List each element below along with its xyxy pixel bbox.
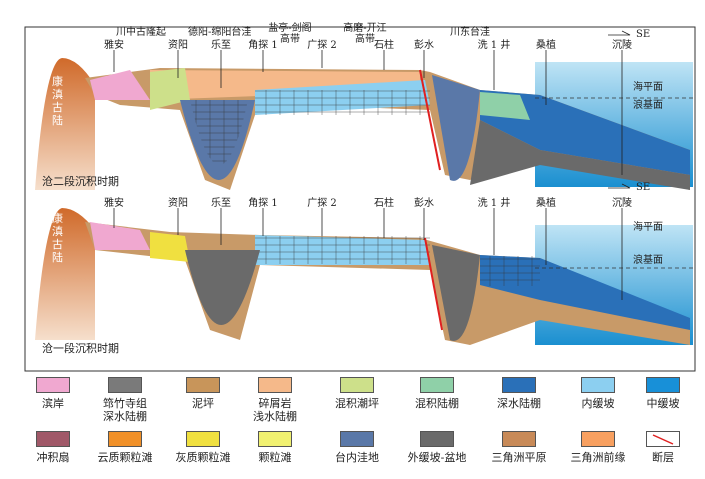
legend-item: 冲积扇 bbox=[13, 431, 93, 464]
legend-swatch bbox=[186, 377, 220, 393]
legend-label: 深水陆棚 bbox=[497, 397, 541, 410]
legend-item: 碎屑岩 浅水陆棚 bbox=[235, 377, 315, 423]
panel-title: 沧一段沉积时期 bbox=[42, 342, 119, 355]
legend-label: 筇竹寺组 深水陆棚 bbox=[103, 397, 147, 423]
wave-base-label: 浪基面 bbox=[633, 100, 663, 111]
well-label: 洗 1 井 bbox=[477, 198, 511, 209]
legend-item: 三角洲平原 bbox=[479, 431, 559, 464]
legend-swatch bbox=[36, 431, 70, 447]
direction-label: SE bbox=[636, 29, 651, 40]
well-label: 桑植 bbox=[536, 198, 556, 209]
legend-swatch bbox=[108, 431, 142, 447]
legend-item: 中缓坡 bbox=[623, 377, 703, 410]
legend-item: 外缓坡-盆地 bbox=[397, 431, 477, 464]
legend-label: 云质颗粒滩 bbox=[97, 451, 153, 464]
region-label: 高磨-开江 高带 bbox=[343, 23, 387, 45]
legend-swatch bbox=[420, 431, 454, 447]
legend-item: 混积潮坪 bbox=[317, 377, 397, 410]
well-label: 洗 1 井 bbox=[477, 40, 511, 51]
well-label: 雅安 bbox=[104, 40, 124, 51]
well-label: 乐至 bbox=[211, 198, 231, 209]
legend-item: 泥坪 bbox=[163, 377, 243, 410]
legend-item: 云质颗粒滩 bbox=[85, 431, 165, 464]
legend-label: 外缓坡-盆地 bbox=[407, 451, 467, 464]
sea-level-label: 海平面 bbox=[633, 222, 663, 233]
legend-label: 断层 bbox=[652, 451, 674, 464]
legend-label: 混积陆棚 bbox=[415, 397, 459, 410]
well-label: 石柱 bbox=[374, 198, 394, 209]
well-label: 石柱 bbox=[374, 40, 394, 51]
legend-swatch bbox=[502, 377, 536, 393]
legend-label: 泥坪 bbox=[192, 397, 214, 410]
legend-label: 灰质颗粒滩 bbox=[175, 451, 231, 464]
land-label: 康 滇 古 陆 bbox=[52, 212, 63, 264]
well-label: 彭水 bbox=[414, 198, 434, 209]
region-label: 德阳-绵阳台洼 bbox=[188, 27, 252, 38]
legend-item: 断层 bbox=[623, 431, 703, 464]
well-label: 广探 2 bbox=[307, 40, 337, 51]
legend-item: 混积陆棚 bbox=[397, 377, 477, 410]
wave-base-label: 浪基面 bbox=[633, 255, 663, 266]
legend-item: 灰质颗粒滩 bbox=[163, 431, 243, 464]
region-label: 川东台洼 bbox=[450, 27, 490, 38]
legend-label: 三角洲平原 bbox=[491, 451, 547, 464]
region-label: 川中古隆起 bbox=[116, 27, 166, 38]
legend-swatch bbox=[646, 431, 680, 447]
legend-label: 滨岸 bbox=[42, 397, 64, 410]
legend-swatch bbox=[581, 431, 615, 447]
legend-label: 混积潮坪 bbox=[335, 397, 379, 410]
legend-item: 颗粒滩 bbox=[235, 431, 315, 464]
legend-swatch bbox=[258, 377, 292, 393]
well-label: 资阳 bbox=[168, 40, 188, 51]
legend-label: 内缓坡 bbox=[581, 397, 615, 410]
direction-label: SE bbox=[636, 182, 651, 193]
legend-item: 筇竹寺组 深水陆棚 bbox=[85, 377, 165, 423]
frame bbox=[24, 26, 696, 372]
legend-item: 三角洲前缘 bbox=[558, 431, 638, 464]
legend-item: 深水陆棚 bbox=[479, 377, 559, 410]
legend-swatch bbox=[36, 377, 70, 393]
legend-item: 台内洼地 bbox=[317, 431, 397, 464]
legend-swatch bbox=[258, 431, 292, 447]
well-label: 桑植 bbox=[536, 40, 556, 51]
well-label: 沉陵 bbox=[612, 40, 632, 51]
legend-item: 滨岸 bbox=[13, 377, 93, 410]
legend-swatch bbox=[581, 377, 615, 393]
panel-bottom bbox=[35, 208, 693, 345]
legend-swatch bbox=[108, 377, 142, 393]
legend-label: 台内洼地 bbox=[335, 451, 379, 464]
legend-swatch bbox=[502, 431, 536, 447]
well-label: 雅安 bbox=[104, 198, 124, 209]
panel-top bbox=[35, 58, 693, 190]
legend-item: 内缓坡 bbox=[558, 377, 638, 410]
fault-icon bbox=[652, 434, 674, 445]
land-label: 康 滇 古 陆 bbox=[52, 75, 63, 127]
legend-label: 冲积扇 bbox=[36, 451, 70, 464]
legend-swatch bbox=[646, 377, 680, 393]
panel-title: 沧二段沉积时期 bbox=[42, 175, 119, 188]
well-label: 资阳 bbox=[168, 198, 188, 209]
legend-swatch bbox=[340, 431, 374, 447]
well-label: 沉陵 bbox=[612, 198, 632, 209]
legend-swatch bbox=[420, 377, 454, 393]
legend-label: 颗粒滩 bbox=[258, 451, 292, 464]
region-label: 盐亭-剑阁 高带 bbox=[268, 23, 312, 45]
well-label: 角探 1 bbox=[248, 198, 278, 209]
legend-swatch bbox=[340, 377, 374, 393]
well-label: 角探 1 bbox=[248, 40, 278, 51]
legend-label: 中缓坡 bbox=[646, 397, 680, 410]
sea-level-label: 海平面 bbox=[633, 82, 663, 93]
well-arrows bbox=[113, 30, 631, 300]
legend-swatch bbox=[186, 431, 220, 447]
well-label: 乐至 bbox=[211, 40, 231, 51]
well-label: 广探 2 bbox=[307, 198, 337, 209]
legend-label: 碎屑岩 浅水陆棚 bbox=[253, 397, 297, 423]
legend-label: 三角洲前缘 bbox=[570, 451, 626, 464]
well-label: 彭水 bbox=[414, 40, 434, 51]
